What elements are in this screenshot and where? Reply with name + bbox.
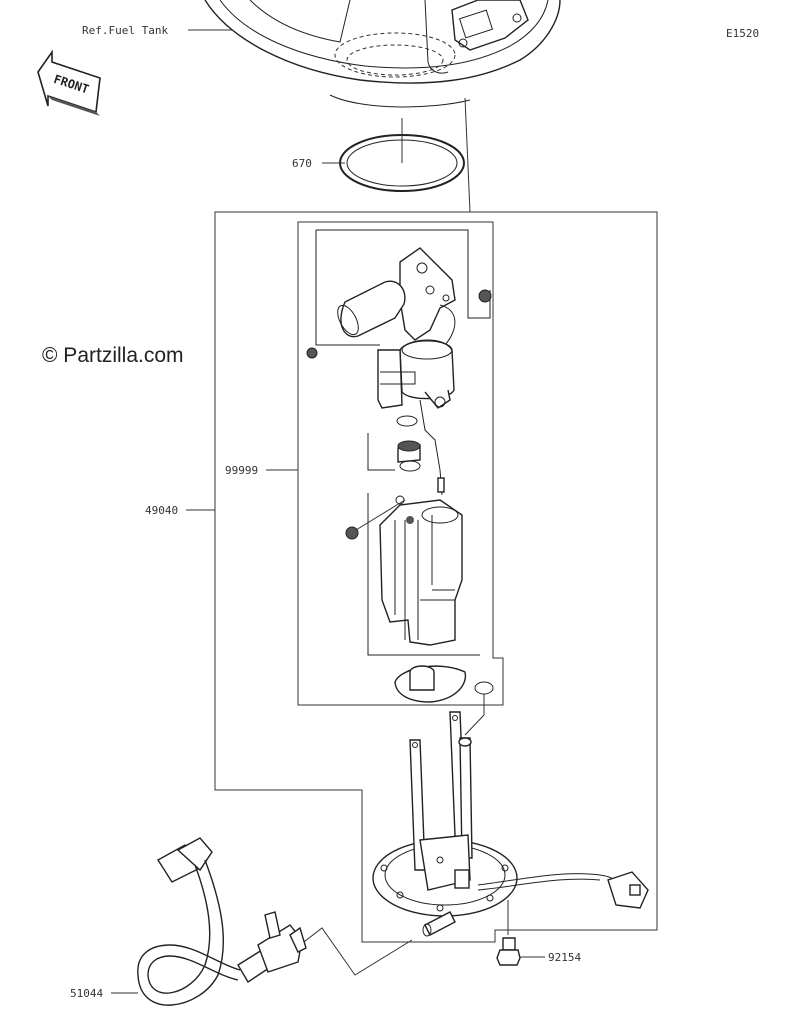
filter-base-plate (394, 665, 467, 703)
bolt-top-right-icon (478, 289, 492, 303)
fuel-tank (204, 0, 561, 108)
bolt-left-icon (306, 347, 318, 359)
front-arrow-icon: FRONT (37, 49, 101, 116)
washer (474, 681, 494, 695)
pump-bracket (377, 349, 416, 409)
bolt-92154-icon (496, 937, 521, 966)
o-ring-upper (396, 415, 418, 427)
pump-housing (399, 339, 455, 409)
o-ring-lower (399, 460, 421, 472)
inner-bracket-mid (367, 433, 395, 471)
bracket-99999 (297, 221, 504, 706)
diagram-code: E1520 (726, 27, 759, 40)
callout-670: 670 (292, 157, 312, 170)
fuel-outlet-pipe (422, 911, 456, 937)
inner-bracket-low (367, 493, 480, 656)
callout-49040: 49040 (145, 504, 178, 517)
fuel-level-sender (399, 247, 456, 346)
harness-link-leader (299, 927, 413, 976)
sender-wire-connector (477, 871, 649, 909)
gasket-670 (339, 118, 465, 192)
callout-51044: 51044 (70, 987, 103, 1000)
washer-leader-2 (464, 714, 485, 736)
ref-fuel-tank-label: Ref.Fuel Tank (82, 24, 168, 37)
callout-92154: 92154 (548, 951, 581, 964)
bolt-leader (355, 499, 406, 531)
inner-bracket-top-left (315, 230, 380, 346)
callout-99999: 99999 (225, 464, 258, 477)
fuel-hose-51044 (137, 837, 307, 1006)
tank-leader (464, 97, 471, 213)
screw-small-icon (395, 495, 405, 505)
bracket-49040 (214, 211, 658, 943)
fuel-pump-motor (337, 280, 406, 338)
fuel-filter-housing (379, 499, 463, 646)
wire-terminal (437, 477, 445, 493)
pressure-regulator (397, 440, 421, 463)
bolt-filter-icon (345, 526, 359, 540)
inner-bracket-top (316, 229, 491, 319)
pump-support-rods (409, 711, 473, 891)
watermark: © Partzilla.com (42, 344, 184, 367)
